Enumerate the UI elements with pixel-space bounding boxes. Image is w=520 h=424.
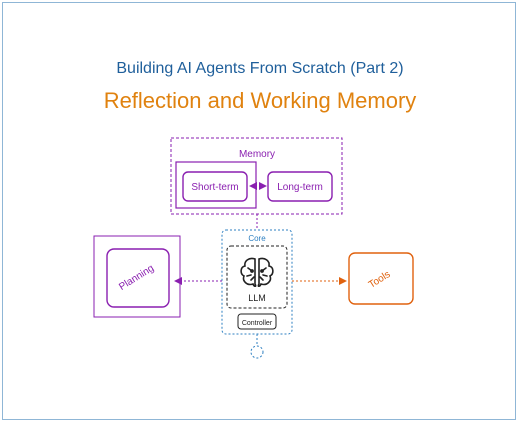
llm-label: LLM	[248, 293, 266, 303]
core-bottom-node	[250, 345, 264, 359]
long-term-label: Long-term	[277, 182, 323, 193]
short-term-label: Short-term	[191, 182, 238, 193]
long-term-box: Long-term	[267, 171, 333, 202]
core-label: Core	[248, 234, 266, 243]
memory-label: Memory	[239, 149, 275, 160]
llm-box: LLM	[226, 245, 288, 309]
short-term-box: Short-term	[175, 161, 257, 209]
tools-group: Tools	[348, 252, 414, 305]
subtitle: Building AI Agents From Scratch (Part 2)	[116, 60, 404, 77]
memory-group: Memory Short-term Long-term	[170, 137, 343, 215]
page-title: Reflection and Working Memory	[103, 88, 417, 113]
controller-label: Controller	[242, 320, 273, 327]
planning-group: Planning	[93, 235, 181, 318]
controller-box: Controller	[237, 313, 277, 330]
brain-icon	[240, 257, 274, 288]
card-frame	[2, 2, 516, 420]
core-group: Core LLM Controller	[221, 229, 293, 335]
